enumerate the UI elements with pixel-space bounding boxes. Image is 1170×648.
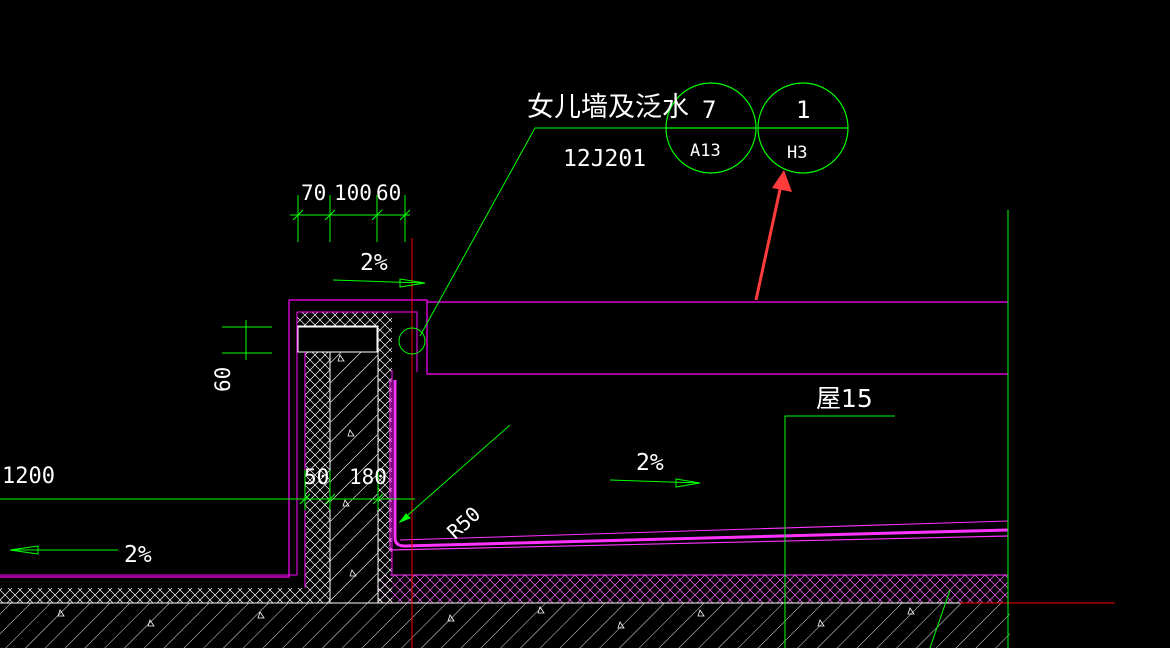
ref2-top: 1 [796,96,810,124]
ref2-bottom: H3 [787,143,807,163]
detail-index-symbols[interactable] [665,82,849,174]
text-labels: 女儿墙及泛水 12J201 7 A13 1 H3 70 100 60 2% 60… [2,92,873,568]
dim-100: 100 [334,181,372,205]
parapet-wall [0,299,1008,604]
atlas-code: 12J201 [563,146,646,172]
axis-lines [411,238,1115,648]
red-pointer-arrow [754,170,792,301]
ref1-top: 7 [702,96,716,124]
slope-top: 2% [360,250,388,276]
ref1-bottom: A13 [690,141,721,161]
dim-50: 50 [304,465,329,489]
detail-title: 女儿墙及泛水 [527,92,689,123]
roof-membrane [389,380,1009,576]
slope-left: 2% [124,542,152,568]
dim-70: 70 [301,181,326,205]
dimension-lines [0,127,1009,648]
roof-code: 屋15 [816,384,873,413]
dim-60-side: 60 [211,367,235,392]
dim-180: 180 [349,465,387,489]
slope-arrows [9,278,701,555]
dim-60-top: 60 [376,181,401,205]
dim-1200: 1200 [2,464,55,489]
slope-roof: 2% [636,450,664,476]
structural-slab [0,575,1010,648]
